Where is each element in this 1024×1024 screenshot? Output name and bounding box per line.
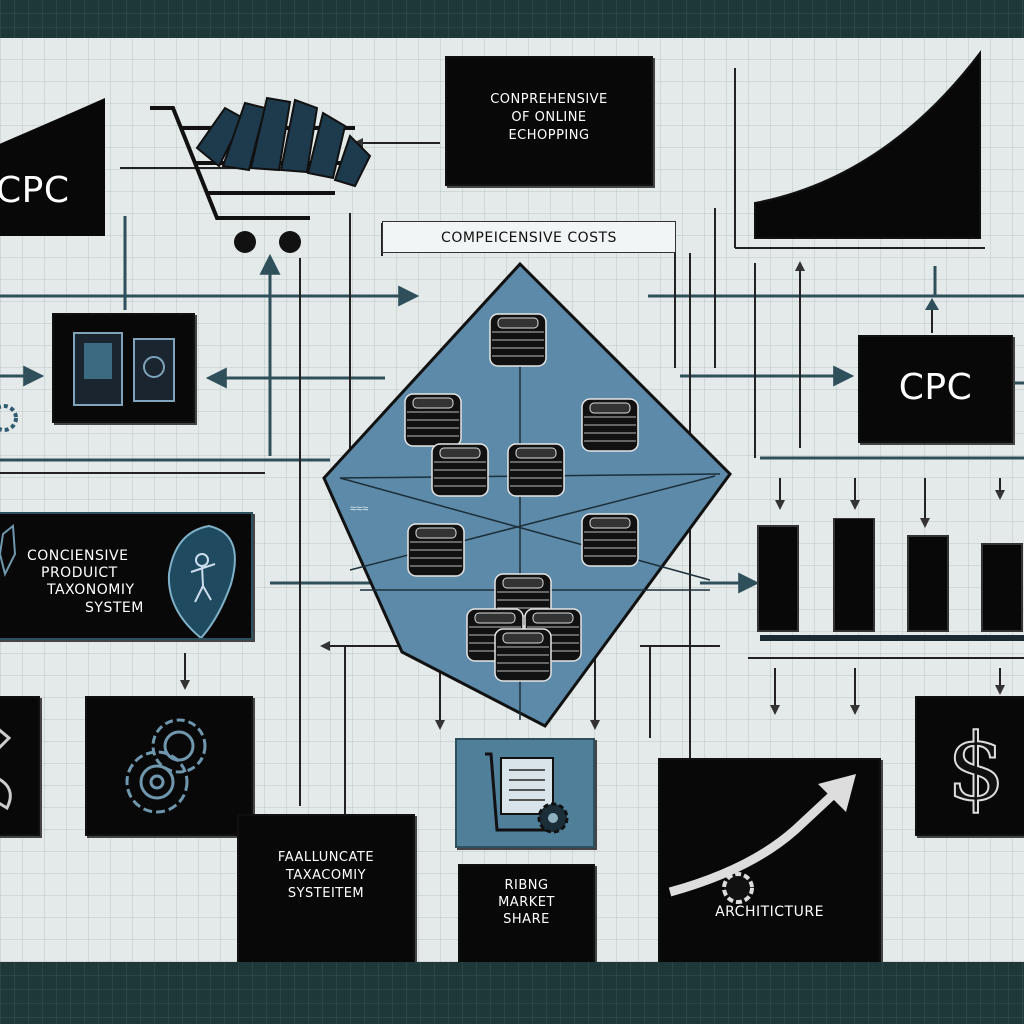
market-line-2: MARKET [498, 895, 555, 910]
document-icon [485, 752, 569, 834]
database-icon [581, 398, 639, 452]
database-icon [431, 443, 489, 497]
area-chart-icon [754, 50, 981, 239]
taxonomy-box: CONCIENSIVE PRODUICT TAXONOMIY SYSTEM [0, 512, 253, 640]
database-icon [489, 313, 547, 367]
title-line-1: CONPREHENSIVE [490, 92, 608, 107]
cpc-label-left: CPC [0, 170, 70, 211]
rising-arrow-icon [668, 774, 856, 904]
taxonomy-line-4: SYSTEM [85, 600, 144, 616]
whiteboard: CPC CONPREHENSIVE OF ONLINE ECHOPPING C [0, 38, 1024, 962]
database-icon [581, 513, 639, 567]
center-label-text: COMPEICENSIVE COSTS [441, 230, 617, 246]
market-share-box: RIBNG MARKET SHARE [458, 864, 595, 962]
area-chart-icon [0, 98, 105, 236]
architecture-box: ARCHITICTURE [658, 758, 881, 962]
database-icon [494, 628, 552, 682]
database-cluster: ≈≈≈ [322, 261, 732, 728]
cpc-box-right: CPC [858, 335, 1013, 443]
gears-box [85, 696, 253, 836]
connector-lines [0, 68, 1024, 818]
taxonomy-line-3: TAXONOMIY [47, 582, 135, 598]
market-line-3: SHARE [503, 912, 550, 927]
dollar-box: $ [915, 696, 1024, 836]
title-line-3: ECHOPPING [508, 128, 590, 143]
faulty-taxonomy-box: FAALLUNCATE TAXACOMIY SYSTEITEM [237, 814, 415, 962]
faulty-line-1: FAALLUNCATE [277, 850, 375, 865]
cards-box [52, 313, 195, 423]
shield-icon [0, 728, 12, 811]
svg-text:≈≈≈: ≈≈≈ [350, 503, 368, 515]
shield-box [0, 696, 40, 836]
cpc-label-right: CPC [898, 367, 973, 408]
center-label: COMPEICENSIVE COSTS [382, 221, 676, 253]
market-line-1: RIBNG [504, 878, 549, 893]
title-box: CONPREHENSIVE OF ONLINE ECHOPPING [445, 56, 653, 186]
architecture-label: ARCHITICTURE [715, 904, 824, 920]
database-icon [404, 393, 462, 447]
document-gear-box [455, 738, 595, 848]
database-icon [507, 443, 565, 497]
taxonomy-line-1: CONCIENSIVE [27, 548, 129, 564]
faulty-line-2: TAXACOMIY [285, 868, 367, 883]
faulty-line-3: SYSTEITEM [287, 886, 365, 901]
dollar-icon: $ [946, 713, 1007, 822]
taxonomy-line-2: PRODUICT [41, 565, 118, 581]
shopping-cart-icon [150, 96, 372, 253]
bar-chart-icon [757, 518, 1023, 632]
gear-icon [125, 718, 207, 814]
database-icon [407, 523, 465, 577]
cpc-box-left: CPC [0, 88, 108, 236]
frame-top [0, 0, 1024, 38]
title-line-2: OF ONLINE [511, 110, 587, 125]
gear-icon [0, 404, 18, 432]
frame-bottom [0, 962, 1024, 1024]
document-icon [73, 332, 175, 406]
bottle-icon [0, 524, 17, 577]
